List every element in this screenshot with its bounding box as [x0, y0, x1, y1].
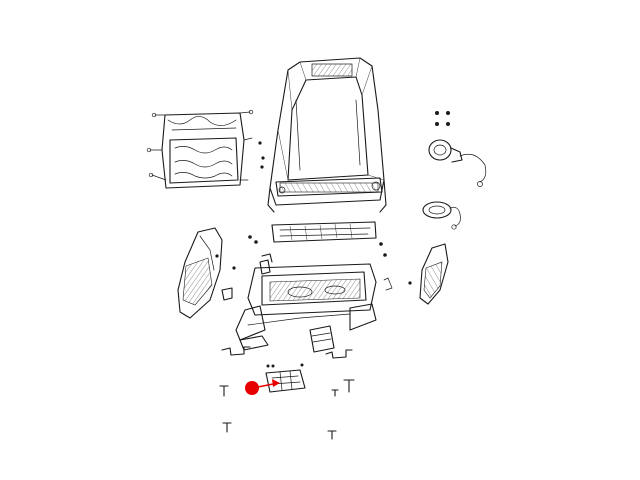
highlighted-bracket [265, 369, 306, 393]
sensor-module [422, 201, 461, 230]
callout-marker [245, 379, 280, 395]
seat-cushion-frame [247, 253, 377, 316]
frame-fasteners [258, 141, 265, 169]
left-side-shield [177, 227, 236, 319]
lumbar-support-mat [146, 109, 254, 189]
seat-adjuster-bar [248, 221, 387, 257]
right-side-shield [383, 243, 449, 305]
bolts [219, 379, 355, 440]
seat-back-frame [267, 57, 387, 213]
speaker-assembly [428, 111, 487, 187]
mounting-brackets [221, 346, 353, 368]
seat-track-base [235, 303, 377, 353]
